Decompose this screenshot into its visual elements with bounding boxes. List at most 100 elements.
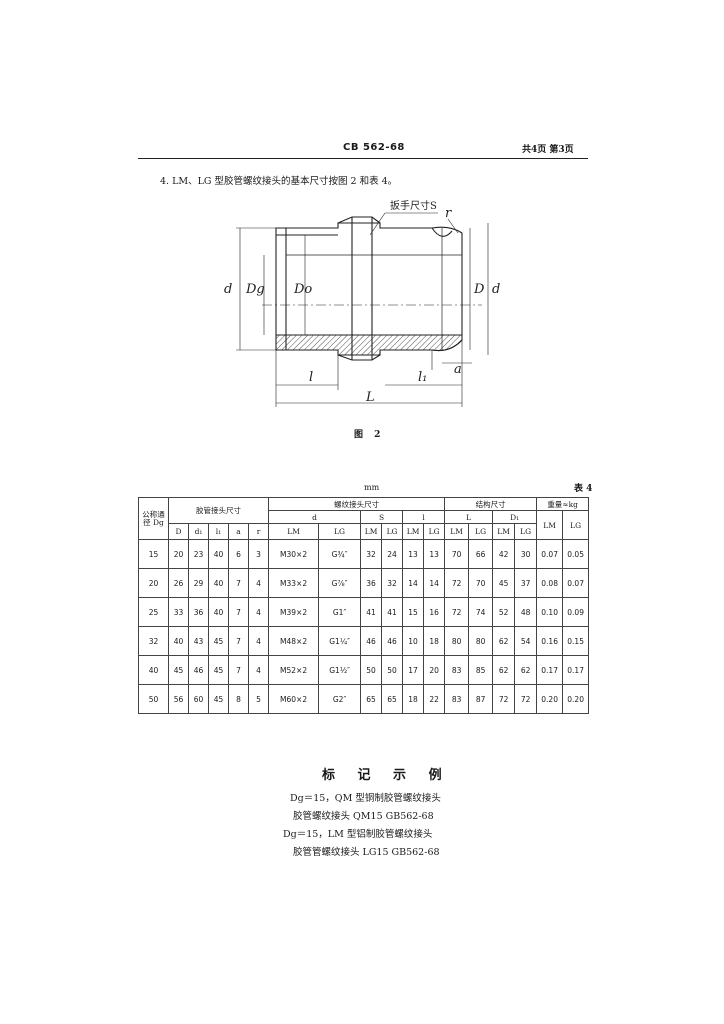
l1-label: l₁ xyxy=(418,370,427,385)
hose-header: 胶管接头尺寸 xyxy=(167,497,270,524)
table-cell: 40 xyxy=(208,539,229,569)
weight-lm-header: LM xyxy=(536,510,564,540)
table-cell: 74 xyxy=(468,597,494,627)
table-cell: 14 xyxy=(402,568,425,598)
table-cell: 32 xyxy=(360,539,383,569)
D-label: D xyxy=(473,282,485,297)
r-col-header: r xyxy=(247,523,270,540)
table-cell: 42 xyxy=(492,539,516,569)
table-cell: M39×2 xyxy=(268,597,320,627)
table-cell: 0.20 xyxy=(562,684,590,714)
table-cell: 8 xyxy=(228,684,249,714)
table-cell: 20 xyxy=(423,655,446,685)
table-cell: 7 xyxy=(228,626,249,656)
dg-label: Dg xyxy=(245,282,265,297)
table-cell: 16 xyxy=(423,597,446,627)
table-label: 表 4 xyxy=(574,484,593,494)
table-cell: 80 xyxy=(444,626,470,656)
l1-col-header: l₁ xyxy=(208,523,229,540)
table-cell: 70 xyxy=(468,568,494,598)
a-col-header: a xyxy=(228,523,249,540)
marking-line: Dg＝15，QM 型铜制胶管螺纹接头 xyxy=(290,793,441,804)
table-cell: 4 xyxy=(247,655,270,685)
L-lm-header: LM xyxy=(444,523,470,540)
table-cell: G1½″ xyxy=(318,655,362,685)
l-lg-header: LG xyxy=(423,523,446,540)
table-cell: 45 xyxy=(208,684,229,714)
l-lm-header: LM xyxy=(402,523,425,540)
table-cell: M52×2 xyxy=(268,655,320,685)
L-lg-header: LG xyxy=(468,523,494,540)
a-label: a xyxy=(454,362,462,377)
table-cell: 4 xyxy=(247,597,270,627)
table-cell: 83 xyxy=(444,684,470,714)
D-col-header: D xyxy=(168,523,189,540)
table-cell: 62 xyxy=(492,626,516,656)
table-cell: 6 xyxy=(228,539,249,569)
table-cell: 46 xyxy=(381,626,404,656)
table-cell: 0.07 xyxy=(536,539,564,569)
table-cell: 0.05 xyxy=(562,539,590,569)
D1-lg-header: LG xyxy=(514,523,538,540)
table-cell: 45 xyxy=(492,568,516,598)
table-cell: 83 xyxy=(444,655,470,685)
table-cell: 40 xyxy=(208,568,229,598)
dimension-table: 公称通径 Dg 胶管接头尺寸 螺纹接头尺寸 结构尺寸 重量≈kg d S l L… xyxy=(138,497,590,714)
table-cell: 15 xyxy=(138,539,169,569)
section-text: 4. LM、LG 型胶管螺纹接头的基本尺寸按图 2 和表 4。 xyxy=(160,176,398,187)
l-header: l xyxy=(402,510,446,524)
L-label: L xyxy=(365,390,375,405)
table-cell: 0.10 xyxy=(536,597,564,627)
table-cell: 72 xyxy=(492,684,516,714)
table-cell: 40 xyxy=(208,597,229,627)
table-cell: 7 xyxy=(228,568,249,598)
table-cell: G1″ xyxy=(318,597,362,627)
table-cell: 4 xyxy=(247,568,270,598)
D1-lm-header: LM xyxy=(492,523,516,540)
header-rule xyxy=(138,158,588,159)
table-cell: 45 xyxy=(168,655,189,685)
table-cell: 29 xyxy=(188,568,209,598)
d-lm-header: LM xyxy=(268,523,320,540)
thread-header: 螺纹接头尺寸 xyxy=(268,497,446,511)
d-header: d xyxy=(268,510,362,524)
table-cell: 50 xyxy=(138,684,169,714)
table-cell: 43 xyxy=(188,626,209,656)
unit-label: mm xyxy=(364,483,380,492)
table-cell: 36 xyxy=(188,597,209,627)
table-cell: 40 xyxy=(138,655,169,685)
table-cell: 40 xyxy=(168,626,189,656)
table-cell: 0.09 xyxy=(562,597,590,627)
marking-line: 胶管管螺纹接头 LG15 GB562-68 xyxy=(293,847,440,858)
table-cell: 41 xyxy=(360,597,383,627)
table-cell: 13 xyxy=(402,539,425,569)
document-code: CB 562-68 xyxy=(343,142,405,153)
table-cell: 62 xyxy=(514,655,538,685)
table-cell: 15 xyxy=(402,597,425,627)
l-label: l xyxy=(309,370,313,385)
table-cell: 13 xyxy=(423,539,446,569)
marking-title: 标 记 示 例 xyxy=(322,768,451,783)
table-cell: 65 xyxy=(381,684,404,714)
table-cell: 0.07 xyxy=(562,568,590,598)
table-cell: 7 xyxy=(228,597,249,627)
D1-header: D₁ xyxy=(492,510,538,524)
table-cell: 62 xyxy=(492,655,516,685)
table-cell: 25 xyxy=(138,597,169,627)
table-cell: 20 xyxy=(168,539,189,569)
table-cell: 80 xyxy=(468,626,494,656)
struct-header: 结构尺寸 xyxy=(444,497,538,511)
table-cell: 65 xyxy=(360,684,383,714)
table-cell: 4 xyxy=(247,626,270,656)
table-cell: 5 xyxy=(247,684,270,714)
table-cell: 87 xyxy=(468,684,494,714)
table-cell: 0.15 xyxy=(562,626,590,656)
table-cell: 0.17 xyxy=(536,655,564,685)
do-label: Do xyxy=(293,282,312,297)
table-cell: 10 xyxy=(402,626,425,656)
table-cell: 60 xyxy=(188,684,209,714)
table-cell: 32 xyxy=(138,626,169,656)
wrench-size-label: 扳手尺寸S xyxy=(390,199,437,212)
table-cell: 18 xyxy=(423,626,446,656)
